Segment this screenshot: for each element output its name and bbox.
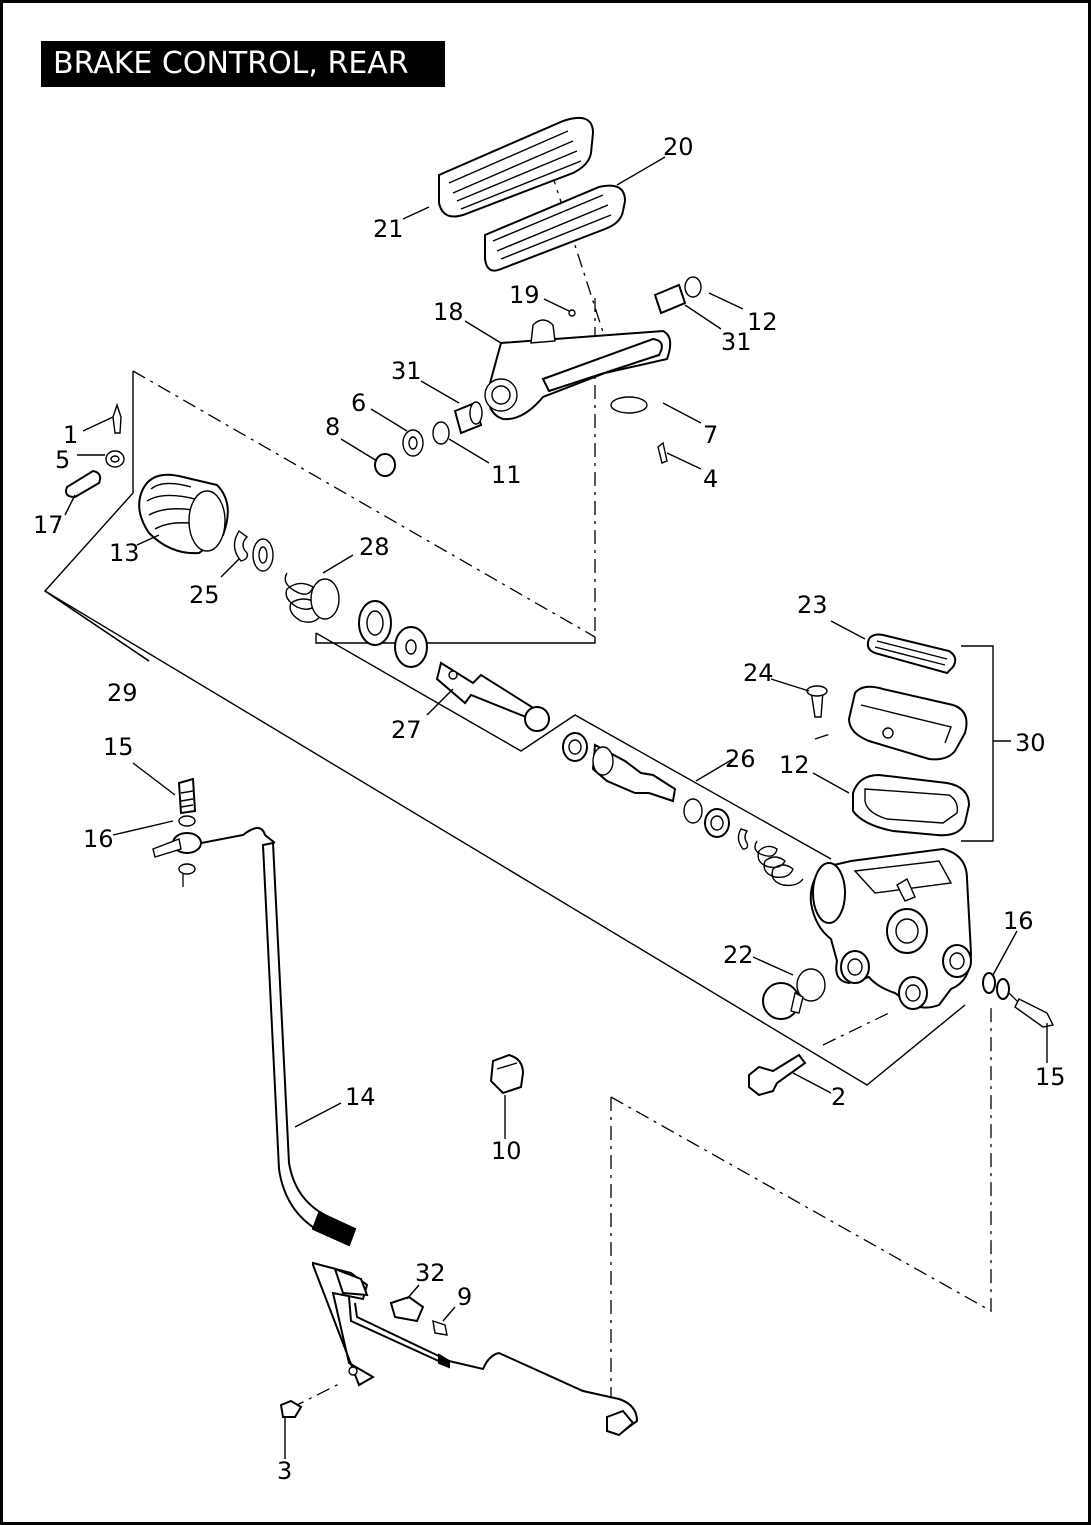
callout-12-lower: 12: [779, 751, 810, 779]
dust-boot: [138, 473, 229, 555]
callout-2: 2: [831, 1083, 846, 1111]
callout-31-right: 31: [721, 328, 752, 356]
hose-clip: [489, 1053, 525, 1095]
leader-lines: [44, 156, 1048, 1459]
callout-24: 24: [743, 659, 774, 687]
callout-21: 21: [373, 215, 404, 243]
callout-16-left: 16: [83, 825, 114, 853]
brake-pedal: [484, 319, 672, 421]
callout-19: 19: [509, 281, 540, 309]
master-cylinder-body: [809, 847, 973, 1010]
page-title: BRAKE CONTROL, REAR: [41, 41, 445, 87]
brake-line-hose: [190, 827, 639, 1437]
callout-25: 25: [189, 581, 220, 609]
callout-20: 20: [663, 133, 694, 161]
mount-bolt: [748, 1053, 807, 1097]
callout-4: 4: [703, 465, 718, 493]
callout-27: 27: [391, 716, 422, 744]
callout-8: 8: [325, 413, 340, 441]
callout-1: 1: [63, 421, 78, 449]
callout-31-left: 31: [391, 357, 422, 385]
callout-12-top: 12: [747, 308, 778, 336]
callout-labels: 1 5 17 13 25 28 29 27 26 21 20 19 18 12 …: [33, 133, 1066, 1485]
callout-9: 9: [457, 1283, 472, 1311]
left-banjo-fittings: [152, 777, 202, 875]
callout-32: 32: [415, 1259, 446, 1287]
return-spring: [284, 572, 340, 623]
piston-kit: [562, 732, 804, 887]
callout-22: 22: [723, 941, 754, 969]
brake-pedal-pad: [438, 117, 595, 218]
pushrod: [435, 661, 550, 732]
callout-7: 7: [703, 421, 718, 449]
callout-14: 14: [345, 1083, 376, 1111]
clevis-pin-parts: [65, 402, 125, 499]
pivot-parts: [374, 276, 702, 477]
callout-11: 11: [491, 461, 522, 489]
callout-28: 28: [359, 533, 390, 561]
reservoir-cover-group: [806, 633, 971, 837]
switch-and-fasteners: [279, 1295, 448, 1418]
callout-26: 26: [725, 745, 756, 773]
callout-10: 10: [491, 1137, 522, 1165]
pedal-pad-cover: [484, 184, 627, 272]
callout-5: 5: [55, 446, 70, 474]
callout-30: 30: [1015, 729, 1046, 757]
callout-29: 29: [107, 679, 138, 707]
lock-washer: [358, 600, 428, 668]
callout-23: 23: [797, 591, 828, 619]
exploded-parts-diagram: 1 5 17 13 25 28 29 27 26 21 20 19 18 12 …: [33, 117, 1066, 1485]
retaining-rings: [233, 529, 274, 572]
callout-18: 18: [433, 298, 464, 326]
callout-17: 17: [33, 511, 64, 539]
callout-13: 13: [109, 539, 140, 567]
right-banjo-fittings: [982, 972, 1055, 1028]
plug-and-oring: [762, 968, 826, 1020]
callout-15-left: 15: [103, 733, 134, 761]
callout-3: 3: [277, 1457, 292, 1485]
callout-6: 6: [351, 389, 366, 417]
callout-15-right: 15: [1035, 1063, 1066, 1091]
callout-16-right: 16: [1003, 907, 1034, 935]
